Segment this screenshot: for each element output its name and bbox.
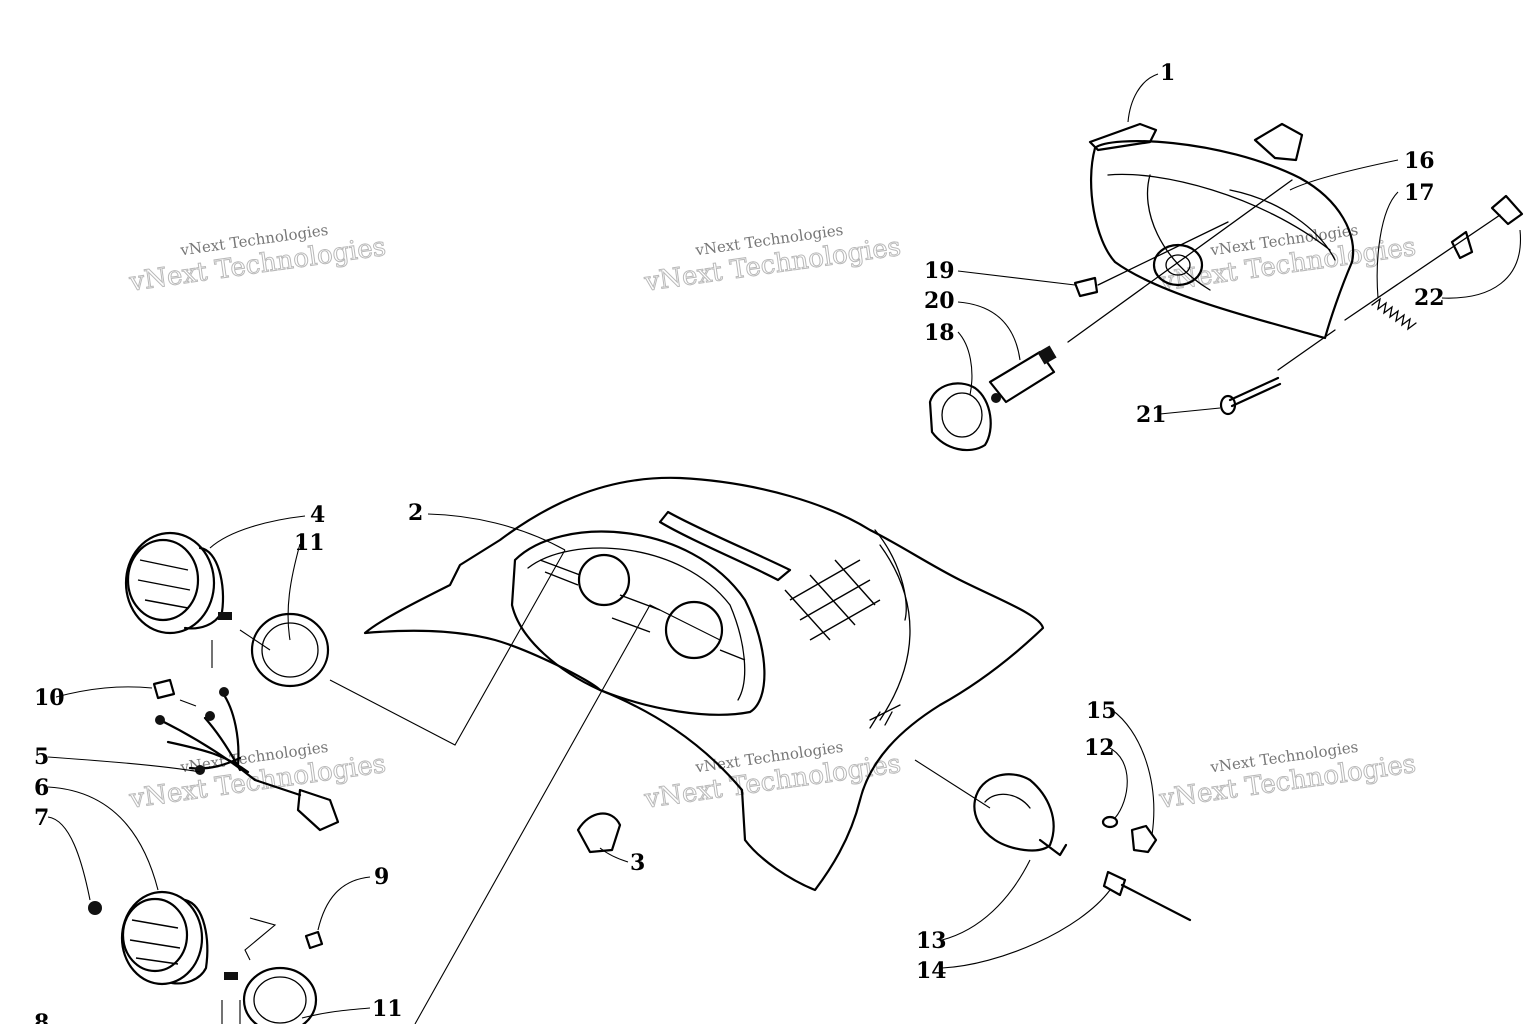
callout-10: 10: [34, 685, 65, 711]
watermark: vNext Technologies vNext Technologies: [126, 221, 388, 299]
callout-20: 20: [924, 288, 955, 314]
tachometer-gauge: [124, 531, 232, 635]
watermark: vNext Technologies vNext Technologies: [126, 738, 388, 816]
watermark: vNext Technologies vNext Technologies: [641, 221, 903, 299]
gauge-bezel-ring: [250, 612, 330, 688]
adjusting-screw: [1219, 376, 1282, 416]
headlight-assembly: [928, 122, 1524, 452]
callout-7: 7: [34, 805, 49, 831]
hex-nut: [1130, 824, 1158, 854]
headlight-clip: [1088, 122, 1158, 152]
callout-14: 14: [916, 958, 947, 984]
leader-lines: [47, 73, 1521, 1024]
callout-8: 8: [34, 1010, 49, 1024]
callout-11: 11: [294, 530, 325, 556]
watermark: vNext Technologies vNext Technologies: [1156, 738, 1418, 816]
spring: [1371, 297, 1417, 331]
lamp-socket: [152, 678, 176, 700]
watermark: vNext Technologies vNext Technologies: [641, 738, 903, 816]
hood-clip: [576, 812, 622, 854]
callout-19: 19: [924, 258, 955, 284]
headlight-bracket: [1253, 122, 1304, 162]
callout-16: 16: [1404, 148, 1435, 174]
adjuster-clip: [1450, 230, 1474, 260]
screw: [1073, 276, 1099, 298]
wiring-harness: [155, 687, 340, 832]
callout-15: 15: [1086, 698, 1117, 724]
callout-1: 1: [1160, 60, 1175, 86]
callout-22: 22: [1414, 285, 1445, 311]
hood-panel: [363, 476, 1045, 892]
callout-6: 6: [34, 775, 49, 801]
callout-3: 3: [630, 850, 645, 876]
callout-18: 18: [924, 320, 955, 346]
bulb-socket: [1152, 243, 1204, 287]
callout-13: 13: [916, 928, 947, 954]
choke-knob-assembly: [973, 773, 1192, 922]
callout-4: 4: [310, 502, 325, 528]
bulb: [988, 345, 1057, 404]
gauge-opening: [577, 553, 631, 607]
choke-cable: [1102, 870, 1127, 897]
adjuster-nut: [1490, 194, 1524, 226]
speedometer-gauge: [120, 890, 238, 986]
retaining-ring: [928, 382, 992, 452]
harness-connector: [296, 788, 340, 832]
gauge-bezel-ring: [242, 966, 318, 1024]
callout-17: 17: [1404, 180, 1435, 206]
callout-11: 11: [372, 996, 403, 1022]
gauge-opening: [664, 600, 724, 660]
callout-21: 21: [1136, 402, 1167, 428]
gauge-bulb: [88, 901, 102, 915]
callout-12: 12: [1084, 735, 1115, 761]
callout-5: 5: [34, 744, 49, 770]
callout-2: 2: [408, 500, 423, 526]
lock-washer: [1101, 815, 1119, 829]
callout-9: 9: [374, 864, 389, 890]
indicator-bulb: [304, 930, 324, 950]
headlight-housing: [1089, 140, 1355, 340]
